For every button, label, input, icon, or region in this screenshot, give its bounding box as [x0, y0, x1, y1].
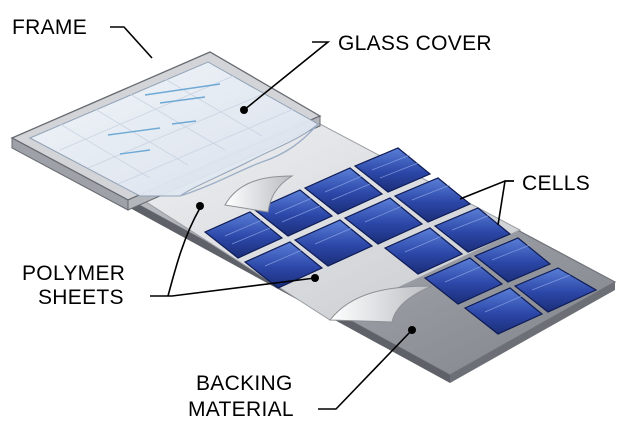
polymer-curl-lower — [328, 285, 433, 323]
glass-cover-label: GLASS COVER — [338, 32, 492, 55]
frame-leader — [110, 26, 153, 59]
backing-label-line2: MATERIAL — [188, 398, 294, 421]
leader-lines — [110, 26, 514, 410]
solar-cell — [463, 287, 544, 335]
solar-cell — [343, 197, 424, 245]
solar-cell — [473, 237, 552, 283]
cells-leader — [459, 180, 514, 200]
cells-label: CELLS — [522, 172, 590, 195]
solar-cell — [293, 219, 374, 267]
solar-cell — [393, 177, 472, 223]
glass-cover-leader — [243, 41, 331, 111]
cells-leader-2 — [497, 180, 514, 226]
glass-cover — [28, 61, 319, 197]
solar-cell — [433, 207, 512, 253]
solar-cell — [423, 257, 504, 305]
solar-cell — [383, 227, 464, 275]
polymer-label-line2: SHEETS — [38, 286, 124, 309]
backing-label-line1: BACKING — [196, 372, 293, 395]
solar-cell — [243, 241, 324, 289]
solar-cell — [513, 267, 598, 313]
polymer-label-line1: POLYMER — [22, 262, 125, 285]
polymer-leader-upper — [167, 207, 201, 297]
cell-grid — [203, 147, 598, 335]
polymer-leader-lower — [150, 277, 316, 297]
solar-cell — [253, 189, 334, 237]
solar-cell — [303, 167, 384, 215]
leader-dots — [196, 106, 416, 334]
backing-leader — [318, 329, 413, 410]
solar-cell — [353, 147, 432, 193]
frame-label: FRAME — [12, 16, 87, 39]
polymer-curl-upper — [224, 175, 294, 213]
solar-cell — [203, 211, 284, 259]
